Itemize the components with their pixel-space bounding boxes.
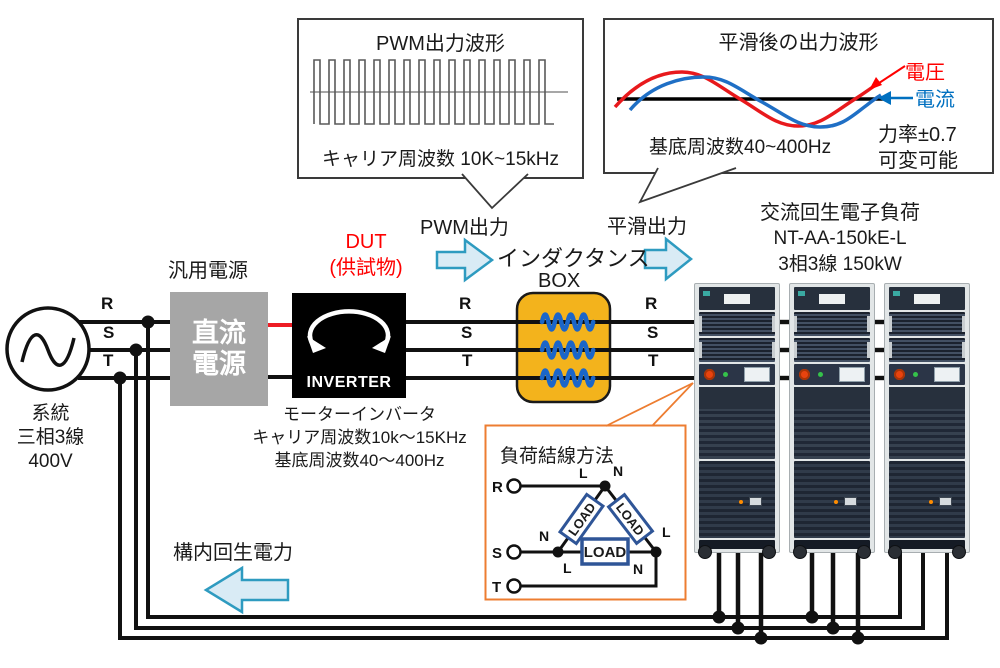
- inverter-label: INVERTER: [306, 374, 392, 391]
- inductance-box-label: BOX: [538, 270, 581, 292]
- brand-badge: [914, 294, 940, 304]
- pwm-callout-caption: キャリア周波数 10K~15kHz: [321, 149, 560, 170]
- dc-supply-caption: 汎用電源: [168, 260, 248, 282]
- pwm-output-label: PWM出力: [420, 217, 509, 239]
- wiring-label-n: N: [633, 561, 643, 577]
- junction-dots: [113, 315, 865, 645]
- status-led-icon: [929, 500, 933, 504]
- inverter-box: INVERTER: [292, 293, 406, 398]
- wiring-label-n: N: [613, 463, 623, 479]
- inductance-label: インダクタンス: [497, 246, 650, 271]
- smooth-waveform: [613, 65, 913, 129]
- wiring-label-l: L: [662, 524, 671, 540]
- return-bus-s: [134, 351, 925, 630]
- phase-r-pwm: R: [459, 294, 472, 313]
- terminal-r: [506, 478, 522, 494]
- smooth-callout-caption: 基底周波数40~400Hz: [649, 137, 832, 158]
- wiring-label-n: N: [539, 528, 549, 544]
- return-bus-t: [118, 378, 949, 640]
- regen-left-arrow-icon: [203, 565, 290, 615]
- phase-t-pwm: T: [462, 351, 473, 370]
- power-led-icon: [723, 372, 728, 377]
- caster-icon: [857, 545, 871, 559]
- output-phase-lines: [406, 320, 696, 380]
- return-bus-r: [146, 322, 902, 619]
- display-screen: [934, 367, 960, 382]
- load-rack: [694, 283, 780, 559]
- rocker-switch-icon: [749, 497, 762, 506]
- wiring-title: 負荷結線方法: [500, 445, 614, 467]
- rack-gap-line-stubs: [779, 319, 885, 381]
- smooth-callout-title: 平滑後の出力波形: [718, 32, 879, 54]
- wiring-label-l: L: [579, 465, 588, 481]
- dut-label: DUT (供試物): [329, 231, 403, 279]
- status-led-icon: [834, 500, 838, 504]
- wiring-phase-s: S: [492, 545, 502, 562]
- current-curve: [628, 75, 882, 129]
- caster-icon: [952, 545, 966, 559]
- display-screen: [839, 367, 865, 382]
- smooth-callout: 平滑後の出力波形 電圧 電流 基底周波数40~400Hz 力率±0.7 可変可能: [603, 18, 994, 174]
- rack-drop-wires: [716, 553, 861, 638]
- pwm-waveform: [310, 59, 568, 125]
- smooth-output-arrow-icon: [643, 236, 694, 282]
- caster-icon: [793, 545, 807, 559]
- svg-text:LOAD: LOAD: [584, 544, 627, 561]
- load-wiring-callout: 負荷結線方法 LOAD LOAD LOAD R S T L N: [484, 424, 687, 601]
- power-led-icon: [818, 372, 823, 377]
- load-labels: 交流回生電子負荷 NT-AA-150kE-L 3相3線 150kW: [760, 202, 920, 275]
- brand-chip-icon: [798, 291, 805, 296]
- grid-source-label: 系統 三相3線 400V: [16, 403, 85, 472]
- brand-badge: [819, 294, 845, 304]
- phase-r-source: R: [101, 294, 114, 313]
- wiring-phase-t: T: [492, 579, 501, 596]
- source-phase-lines: [78, 320, 172, 380]
- caster-icon: [762, 545, 776, 559]
- voltage-label: 電圧: [905, 62, 945, 84]
- phase-r-smooth: R: [645, 294, 658, 313]
- variable-note: 可変可能: [878, 150, 958, 172]
- rocker-switch-icon: [844, 497, 857, 506]
- terminal-t: [506, 578, 522, 594]
- emergency-button-icon: [894, 369, 905, 380]
- brand-chip-icon: [893, 291, 900, 296]
- dc-supply-box: 直流 電源: [170, 292, 268, 406]
- pwm-output-arrow-icon: [435, 237, 495, 283]
- phase-t-source: T: [103, 351, 114, 370]
- terminal-s: [506, 544, 522, 560]
- load-rack: [884, 283, 970, 559]
- status-led-icon: [739, 500, 743, 504]
- voltage-curve: [613, 70, 879, 128]
- display-screen: [744, 367, 770, 382]
- rocker-switch-icon: [939, 497, 952, 506]
- pwm-callout: PWM出力波形 キャリア周波数 10K~15kHz: [297, 18, 584, 179]
- phase-t-smooth: T: [648, 351, 659, 370]
- caster-icon: [888, 545, 902, 559]
- rotation-icon: [307, 309, 391, 353]
- wiring-phase-r: R: [492, 479, 503, 496]
- regen-power-label: 構内回生電力: [173, 542, 293, 564]
- caster-icon: [698, 545, 712, 559]
- load-rack: [789, 283, 875, 559]
- smooth-output-label: 平滑出力: [607, 216, 687, 238]
- pwm-callout-title: PWM出力波形: [376, 33, 505, 55]
- wiring-label-l: L: [563, 560, 572, 576]
- phase-s-smooth: S: [647, 323, 659, 342]
- brand-chip-icon: [703, 291, 710, 296]
- phase-s-pwm: S: [461, 323, 473, 342]
- inverter-captions: モーターインバータ キャリア周波数10k～15KHz 基底周波数40～400Hz: [252, 405, 467, 470]
- brand-badge: [724, 294, 750, 304]
- phase-s-source: S: [103, 323, 115, 342]
- power-led-icon: [913, 372, 918, 377]
- emergency-button-icon: [704, 369, 715, 380]
- emergency-button-icon: [799, 369, 810, 380]
- current-label: 電流: [915, 89, 955, 111]
- inductor-coils: [539, 312, 596, 388]
- load-element-bottom: LOAD: [580, 537, 630, 566]
- sine-wave-icon: [20, 333, 76, 367]
- power-factor-note: 力率±0.7: [878, 124, 957, 146]
